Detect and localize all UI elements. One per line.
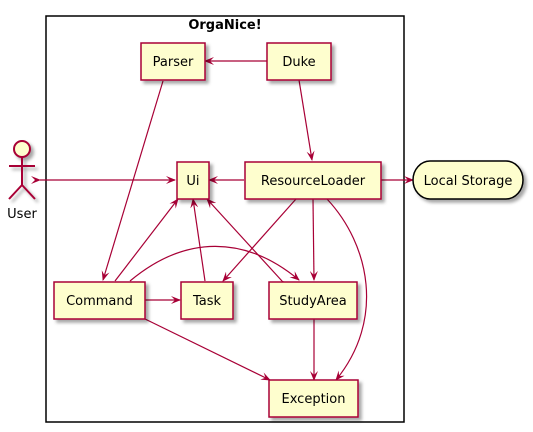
parser-label: Parser: [153, 55, 194, 70]
command-label: Command: [66, 294, 133, 309]
resourceloader-box[interactable]: [244, 161, 382, 200]
local-storage-node[interactable]: [412, 160, 524, 200]
edge-command-ui: [114, 198, 179, 282]
task-box[interactable]: [180, 281, 234, 320]
component-boxes: [53, 42, 382, 418]
task-label: Task: [192, 294, 222, 309]
command-box[interactable]: [53, 281, 146, 320]
connectors: [31, 57, 414, 381]
edge-command-exception: [142, 317, 271, 381]
studyarea-label: StudyArea: [279, 294, 346, 309]
edge-studyarea-ui: [206, 198, 292, 291]
actor-body: [8, 157, 36, 200]
ui-label: Ui: [186, 174, 199, 189]
actor-user[interactable]: [8, 140, 36, 200]
resourceloader-label: ResourceLoader: [261, 174, 366, 189]
edge-resourceloader-exception: [326, 198, 368, 381]
exception-box[interactable]: [268, 379, 359, 418]
actor-user-label: User: [7, 207, 37, 222]
component-labels: Parser Duke Ui ResourceLoader Command Ta…: [66, 55, 512, 407]
exception-label: Exception: [282, 392, 346, 407]
edge-resourceloader-studyarea: [309, 198, 318, 281]
parser-box[interactable]: [140, 42, 206, 81]
edge-task-ui: [190, 198, 206, 282]
system-title: OrgaNice!: [188, 18, 261, 33]
duke-box[interactable]: [266, 42, 332, 81]
actor-head: [13, 140, 31, 158]
duke-label: Duke: [282, 55, 315, 70]
edge-duke-resourceloader: [298, 79, 315, 161]
ui-box[interactable]: [176, 161, 210, 200]
local-storage-label: Local Storage: [424, 174, 513, 189]
studyarea-box[interactable]: [268, 281, 358, 320]
